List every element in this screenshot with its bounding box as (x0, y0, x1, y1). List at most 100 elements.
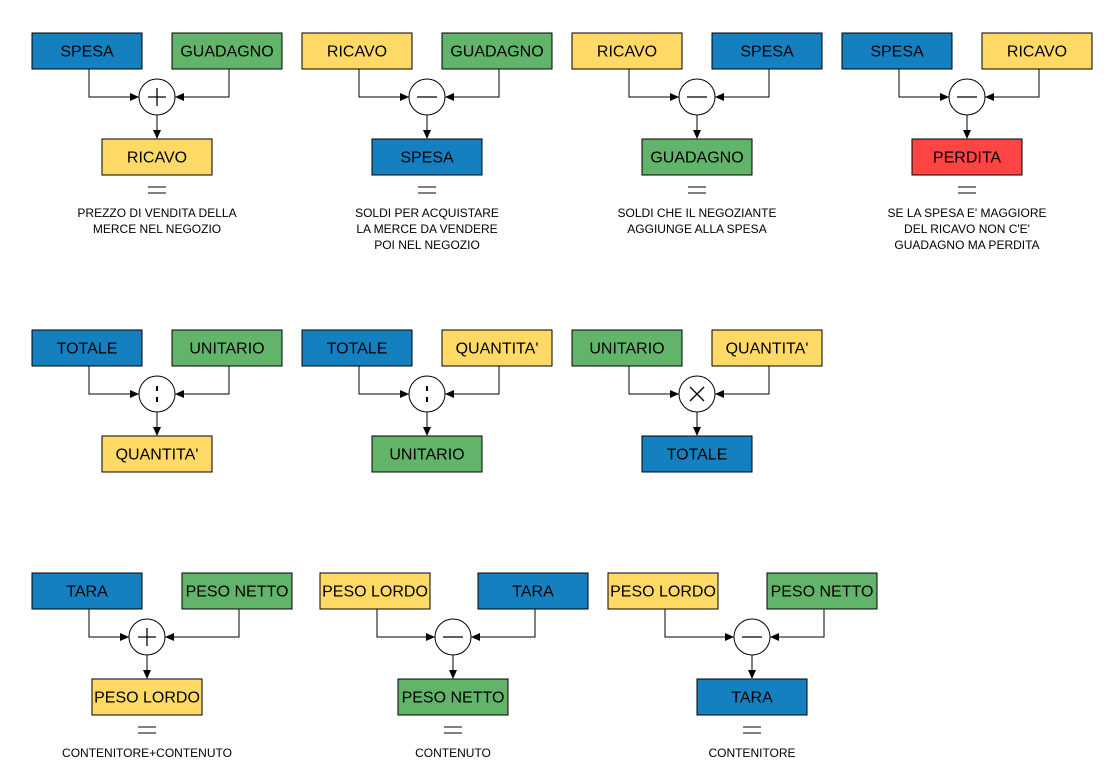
input-left-label: PESO LORDO (322, 584, 428, 601)
arrowhead-right (770, 633, 779, 641)
output-label: RICAVO (127, 150, 187, 167)
arrowhead-right (165, 633, 174, 641)
input-right-label: RICAVO (1007, 44, 1067, 61)
arrowhead-right (985, 93, 994, 101)
arrowhead-down (153, 130, 161, 139)
input-left-label: SPESA (60, 44, 114, 61)
output-label: TOTALE (667, 447, 728, 464)
arrowhead-left (120, 633, 129, 641)
input-right-box (171, 329, 283, 367)
note-line: AGGIUNGE ALLA SPESA (627, 222, 766, 236)
arrowhead-down (423, 427, 431, 436)
output-box (371, 435, 483, 473)
connector-left (628, 366, 679, 395)
connector-left (88, 609, 129, 638)
output-label: SPESA (400, 150, 454, 167)
output-box (397, 678, 509, 716)
operator-divide-node (138, 375, 176, 413)
note-line: CONTENUTO (415, 746, 491, 760)
output-label: GUADAGNO (650, 150, 743, 167)
output-box (696, 678, 808, 716)
input-left-label: PESO LORDO (610, 584, 716, 601)
connector-left (898, 69, 949, 98)
note-line: MERCE NEL NEGOZIO (93, 222, 221, 236)
arrowhead-left (670, 93, 679, 101)
input-left-box (301, 329, 413, 367)
output-label: PESO NETTO (402, 690, 505, 707)
arrowhead-down (153, 427, 161, 436)
arrowhead-left (400, 93, 409, 101)
connector-right (985, 69, 1040, 98)
output-box (101, 435, 213, 473)
arrowhead-right (445, 390, 454, 398)
output-box (371, 138, 483, 176)
note-line: CONTENITORE (708, 746, 795, 760)
input-right-box (711, 32, 823, 70)
arrowhead-down (963, 130, 971, 139)
output-label: UNITARIO (389, 447, 464, 464)
input-right-label: SPESA (740, 44, 794, 61)
output-label: PESO LORDO (94, 690, 200, 707)
input-right-box (711, 329, 823, 367)
output-label: PERDITA (933, 150, 1001, 167)
input-right-label: QUANTITA' (726, 341, 809, 358)
connector-left (628, 69, 679, 98)
input-right-box (171, 32, 283, 70)
arrowhead-left (940, 93, 949, 101)
input-right-label: PESO NETTO (186, 584, 289, 601)
diagram-netto-diff: PESO LORDO TARA PESO NETTO CONTENUTO (319, 572, 589, 760)
arrowhead-left (130, 93, 139, 101)
input-left-box (31, 572, 143, 610)
input-left-box (841, 32, 953, 70)
note-line: POI NEL NEGOZIO (374, 238, 480, 252)
arrowhead-down (693, 130, 701, 139)
connector-left (358, 69, 409, 98)
input-right-box (181, 572, 293, 610)
connector-left (88, 366, 139, 395)
connector-left (376, 609, 435, 638)
connector-right (175, 69, 230, 98)
connector-left (664, 609, 734, 638)
output-box (641, 435, 753, 473)
arrowhead-right (175, 93, 184, 101)
input-left-box (607, 572, 719, 610)
arrowhead-left (670, 390, 679, 398)
connector-right (165, 609, 240, 638)
note-line: LA MERCE DA VENDERE (356, 222, 497, 236)
output-box (641, 138, 753, 176)
note-line: SOLDI PER ACQUISTARE (355, 206, 499, 220)
input-left-label: TOTALE (57, 341, 118, 358)
arrowhead-left (400, 390, 409, 398)
input-left-box (31, 32, 143, 70)
arrowhead-down (748, 670, 756, 679)
output-label: QUANTITA' (116, 447, 199, 464)
output-box (91, 678, 203, 716)
input-left-label: TARA (66, 584, 108, 601)
times-icon-cross (689, 386, 705, 402)
connector-right (715, 366, 770, 395)
connector-right (471, 609, 536, 638)
arrowhead-left (725, 633, 734, 641)
output-box (101, 138, 213, 176)
arrowhead-right (175, 390, 184, 398)
note-line: GUADAGNO MA PERDITA (894, 238, 1039, 252)
output-label: TARA (731, 690, 773, 707)
arrowhead-down (449, 670, 457, 679)
arrowhead-left (130, 390, 139, 398)
arrowhead-down (693, 427, 701, 436)
input-left-box (319, 572, 431, 610)
connector-left (358, 366, 409, 395)
note-line: PREZZO DI VENDITA DELLA (77, 206, 236, 220)
input-right-box (766, 572, 878, 610)
arrowhead-right (445, 93, 454, 101)
input-right-box (981, 32, 1093, 70)
input-right-label: TARA (512, 584, 554, 601)
connector-right (175, 366, 230, 395)
